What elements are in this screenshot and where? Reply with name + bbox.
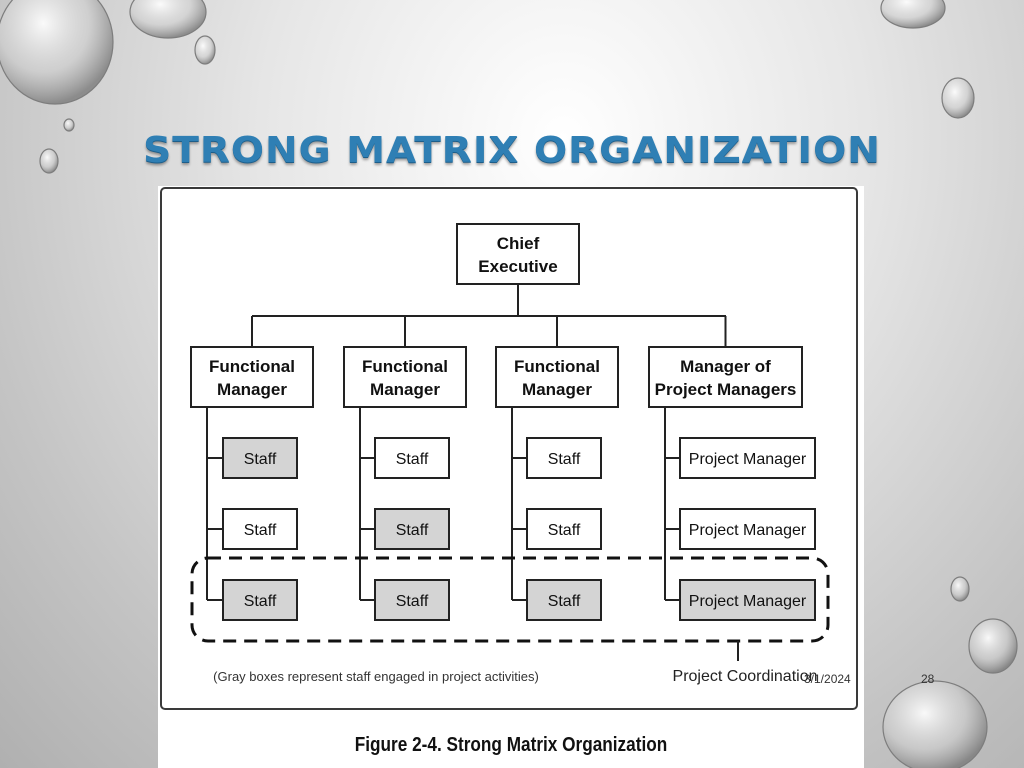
column-head-box	[495, 346, 619, 408]
drop-5	[39, 148, 59, 174]
item-box	[374, 437, 450, 479]
column-head-label: Functional	[362, 357, 448, 376]
item-label: Staff	[548, 451, 581, 468]
chief-executive-box	[456, 223, 580, 285]
column-head-label: Manager	[370, 380, 440, 399]
item-box	[679, 508, 816, 550]
project-coordination-label: Project Coordination	[673, 668, 818, 685]
column-head-label: Functional	[209, 357, 295, 376]
slide-page-number: 28	[921, 672, 935, 686]
drop-6	[880, 0, 946, 29]
chart-frame	[160, 187, 858, 710]
drop-2	[129, 0, 207, 39]
item-box	[222, 508, 298, 550]
drop-4	[63, 118, 75, 132]
org-chart-diagram: ChiefExecutiveFunctionalManagerStaffStaf…	[190, 223, 830, 685]
gray-item-box	[374, 579, 450, 621]
column-head-label: Manager	[217, 380, 287, 399]
item-box	[526, 508, 602, 550]
item-box	[679, 437, 816, 479]
item-label: Staff	[244, 522, 277, 539]
item-label: Staff	[396, 522, 429, 539]
drop-9	[968, 618, 1018, 674]
gray-item-box	[222, 579, 298, 621]
gray-item-box	[222, 437, 298, 479]
item-label: Staff	[548, 522, 581, 539]
column-head-box	[190, 346, 314, 408]
project-coordination-dashed-outline	[190, 556, 830, 643]
chief-executive-label: Executive	[478, 257, 557, 276]
chief-executive-label: Chief	[497, 234, 540, 253]
item-label: Staff	[244, 451, 277, 468]
item-box	[526, 437, 602, 479]
drop-1	[0, 0, 114, 105]
gray-item-box	[679, 579, 816, 621]
item-label: Staff	[396, 451, 429, 468]
gray-box-note: (Gray boxes represent staff engaged in p…	[213, 669, 539, 684]
column-head-label: Functional	[514, 357, 600, 376]
column-head-box	[343, 346, 467, 408]
drop-10	[882, 680, 988, 768]
column-head-box	[648, 346, 803, 408]
column-head-label: Manager of	[680, 357, 771, 376]
slide-date: 3/1/2024	[804, 672, 851, 686]
item-label: Staff	[244, 593, 277, 610]
drop-7	[941, 77, 975, 119]
item-label: Project Manager	[689, 451, 807, 468]
column-head-label: Manager	[522, 380, 592, 399]
slide-title: STRONG MATRIX ORGANIZATION	[143, 129, 881, 172]
item-label: Staff	[548, 593, 581, 610]
gray-item-box	[526, 579, 602, 621]
drop-3	[194, 35, 216, 65]
drop-8	[950, 576, 970, 602]
column-head-label: Project Managers	[655, 380, 797, 399]
item-label: Staff	[396, 593, 429, 610]
item-label: Project Manager	[689, 593, 807, 610]
figure-caption: Figure 2-4. Strong Matrix Organization	[354, 734, 668, 756]
item-label: Project Manager	[689, 522, 807, 539]
gray-item-box	[374, 508, 450, 550]
